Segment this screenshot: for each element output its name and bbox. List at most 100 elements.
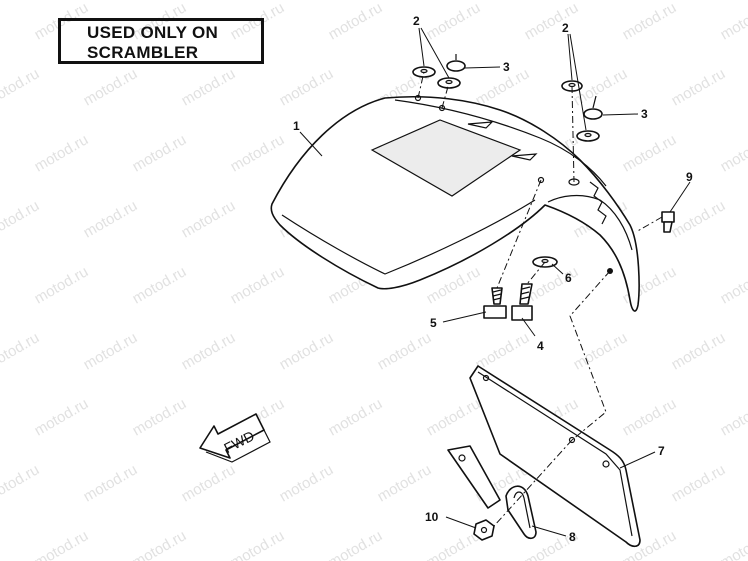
watermark-text: motod.ru	[424, 395, 484, 439]
watermark-text: motod.ru	[669, 329, 729, 373]
callout-3-right: 3	[641, 107, 648, 121]
scrambler-note-line1: USED ONLY ON	[87, 23, 219, 42]
watermark-text: motod.ru	[81, 461, 141, 505]
leader-2a	[418, 27, 450, 79]
watermark-text: motod.ru	[375, 461, 435, 505]
callout-8: 8	[569, 530, 576, 544]
watermark-text: motod.ru	[228, 263, 288, 307]
callout-3-left: 3	[503, 60, 510, 74]
fender-top-panel	[372, 120, 520, 196]
watermark-text: motod.ru	[81, 329, 141, 373]
bolt-5-thread	[492, 289, 502, 301]
nut-3b-stud	[592, 95, 597, 109]
callout-6: 6	[565, 271, 572, 285]
assembly-line-5	[496, 179, 542, 289]
bolt-4-thread	[520, 286, 531, 300]
watermark-text: motod.ru	[32, 395, 92, 439]
watermark-text: motod.ru	[620, 395, 680, 439]
assembly-line-2a	[417, 71, 425, 99]
fender-mount-hole-rear-a	[537, 176, 545, 184]
leader-7	[619, 451, 656, 469]
bolt-4-head	[511, 305, 533, 321]
fwd-arrow-depth	[205, 429, 271, 463]
callout-10: 10	[425, 510, 439, 524]
washer-2d-hole	[584, 132, 592, 138]
scrambler-note-line2: SCRAMBLER	[87, 43, 199, 62]
callout-4: 4	[537, 339, 544, 353]
nut-10-hole	[480, 526, 488, 534]
watermark-text: motod.ru	[130, 263, 190, 307]
watermark-text: motod.ru	[130, 527, 190, 561]
brackets	[447, 445, 537, 540]
mud-flap-hole-3	[602, 460, 610, 468]
fender-slot-front	[467, 121, 494, 129]
watermark-text: motod.ru	[81, 65, 141, 109]
fender-mount-hole-right	[438, 104, 446, 112]
leader-2b	[567, 33, 587, 131]
fender-rear-ridges	[589, 181, 607, 225]
watermark-text: motod.ru	[0, 65, 42, 109]
assembly-line-4	[526, 261, 546, 285]
bolt-5-head	[483, 305, 507, 319]
fender-mount-hole-left	[414, 94, 422, 102]
watermark-text: motod.ru	[522, 0, 582, 43]
watermark-text: motod.ru	[277, 65, 337, 109]
mud-flap-hole-2	[568, 436, 576, 444]
watermark-text: motod.ru	[424, 0, 484, 43]
leader-3a	[464, 66, 501, 69]
watermark-text: motod.ru	[718, 131, 748, 175]
mud-flap-hole-1	[482, 374, 490, 382]
watermark-text: motod.ru	[473, 329, 533, 373]
watermark-text: motod.ru	[718, 263, 748, 307]
fender-body	[270, 95, 640, 312]
watermark-text: motod.ru	[0, 329, 42, 373]
fender-rib-line	[394, 99, 607, 187]
callout-2-left: 2	[413, 14, 420, 28]
bolts	[483, 211, 675, 321]
fender-top-panel-outline	[370, 119, 522, 197]
washers-and-nuts	[412, 54, 603, 142]
leader-9	[669, 181, 691, 213]
callout-7: 7	[658, 444, 665, 458]
mud-flap	[469, 365, 641, 548]
watermark-text: motod.ru	[179, 197, 239, 241]
fwd-arrow-shape	[199, 413, 265, 459]
scrambler-note: USED ONLY ON SCRAMBLER	[58, 18, 264, 64]
watermark-text: motod.ru	[718, 395, 748, 439]
assembly-line-2b	[441, 82, 450, 109]
fender-lower-edge	[281, 199, 536, 275]
callout-1: 1	[293, 119, 300, 133]
watermark-text: motod.ru	[375, 329, 435, 373]
watermark-text: motod.ru	[571, 329, 631, 373]
fwd-arrow: FWD	[199, 413, 271, 463]
watermark-text: motod.ru	[228, 131, 288, 175]
bracket-left-hole	[458, 454, 466, 462]
assembly-line-10	[493, 439, 573, 527]
watermark-text: motod.ru	[0, 197, 42, 241]
watermark-text: motod.ru	[326, 527, 386, 561]
watermark-text: motod.ru	[32, 263, 92, 307]
watermark-text: motod.ru	[0, 461, 42, 505]
nut-3b	[583, 108, 603, 120]
leader-4	[521, 317, 536, 337]
leader-1	[299, 131, 323, 157]
callouts: 1 2 2 3 3 4 5 6 7 8 9 10	[293, 14, 693, 544]
callout-2-right: 2	[562, 21, 569, 35]
watermark-text: motod.ru	[32, 131, 92, 175]
watermark-text: motod.ru	[277, 461, 337, 505]
nut-3a	[446, 60, 466, 72]
watermark-text: motod.ru	[81, 197, 141, 241]
watermark-text: motod.ru	[179, 329, 239, 373]
assembly-lines	[417, 71, 663, 527]
callout-5: 5	[430, 316, 437, 330]
watermark-text: motod.ru	[326, 395, 386, 439]
bolt-9-head	[661, 211, 675, 223]
watermark-text: motod.ru	[718, 527, 748, 561]
watermark-text: motod.ru	[32, 527, 92, 561]
leader-6	[551, 263, 564, 275]
callout-9: 9	[686, 170, 693, 184]
watermark-text: motod.ru	[620, 0, 680, 43]
mud-flap-body	[469, 365, 641, 548]
